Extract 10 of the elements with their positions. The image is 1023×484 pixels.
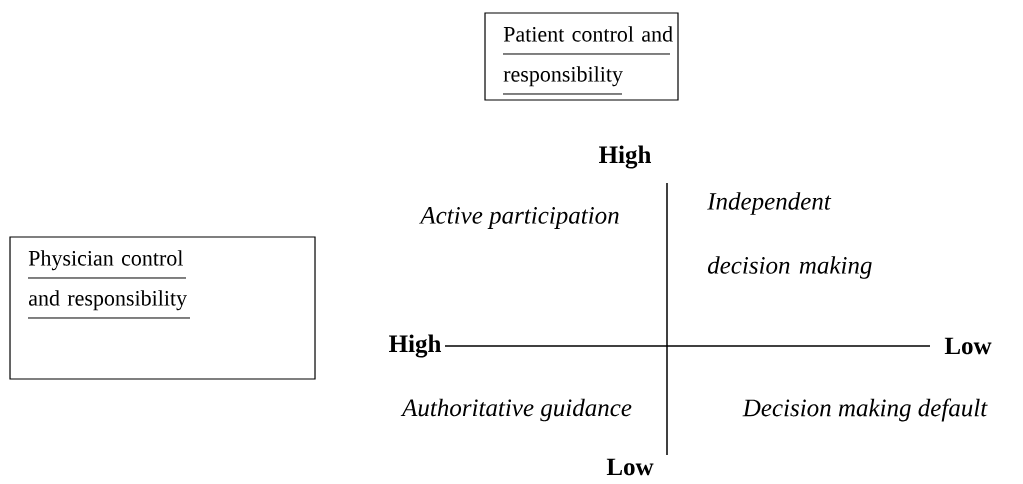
- axis-label: High: [389, 334, 442, 358]
- quadrant-label: Independent decision making: [707, 192, 872, 279]
- quadrant-label: Decision making default: [742, 398, 988, 422]
- axis-label: High: [599, 145, 651, 169]
- text-box: Patient control and responsibility: [484, 12, 679, 101]
- quadrant-label: Active participation: [419, 207, 619, 229]
- quadrant-label: Authoritative guidance: [400, 398, 632, 422]
- text-box: Physician control and responsibility: [9, 236, 316, 380]
- axis-label: Low: [944, 337, 992, 355]
- axis-label: Low: [606, 458, 654, 476]
